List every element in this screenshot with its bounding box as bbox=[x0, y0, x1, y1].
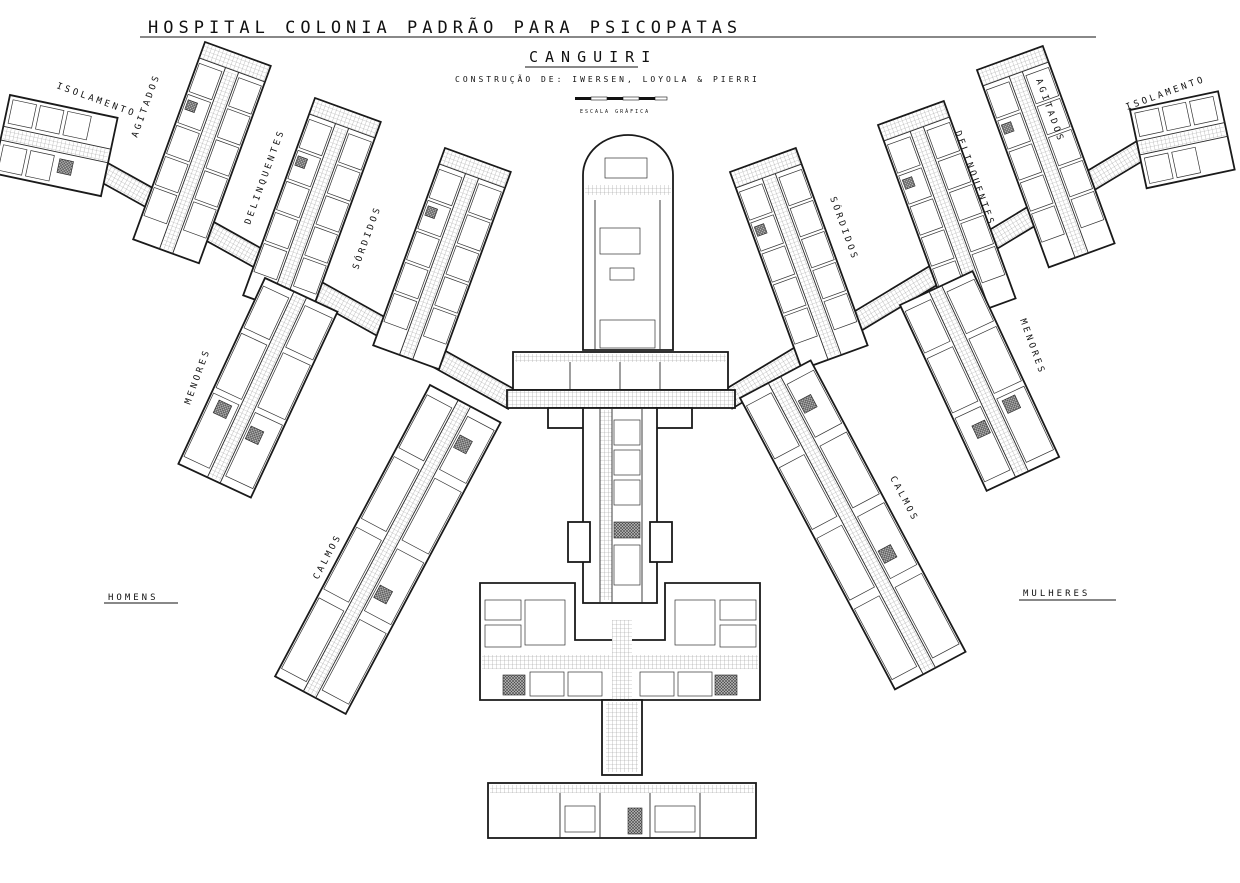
label-left-sordidos: SÓRDIDOS bbox=[350, 204, 384, 271]
label-mulheres: MULHERES bbox=[1023, 589, 1090, 599]
plan-credit: CONSTRUÇÃO DE: IWERSEN, LOYOLA & PIERRI bbox=[455, 74, 760, 84]
label-homens: HOMENS bbox=[108, 593, 159, 603]
label-right-menores: MENORES bbox=[1017, 318, 1047, 377]
plan-title: HOSPITAL COLONIA PADRÃO PARA PSICOPATAS bbox=[148, 16, 742, 38]
left-wing-sordidos bbox=[372, 147, 512, 371]
right-wing-menores bbox=[898, 269, 1061, 492]
central-pavilion bbox=[479, 134, 761, 839]
label-left-agitados: AGITADOS bbox=[130, 72, 162, 139]
right-wing-calmos bbox=[739, 359, 967, 691]
scale-bar bbox=[575, 96, 668, 101]
right-wing-isolamento bbox=[1128, 90, 1236, 190]
left-wing-menores bbox=[177, 276, 339, 499]
plan-subtitle: CANGUIRI bbox=[529, 48, 657, 66]
scale-label: ESCALA GRÁFICA bbox=[580, 108, 650, 115]
left-wing-isolamento bbox=[0, 93, 119, 198]
right-wing-sordidos bbox=[729, 147, 869, 371]
left-wing-calmos bbox=[274, 384, 502, 715]
